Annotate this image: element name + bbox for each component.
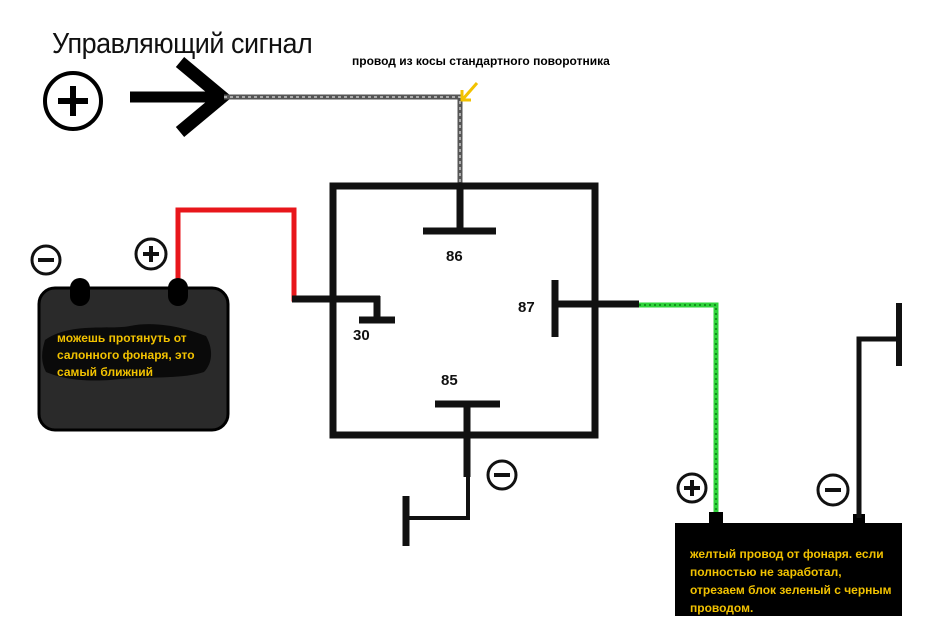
note-signal-wire: провод из косы стандартного поворотника xyxy=(352,54,610,68)
lamp-block xyxy=(675,512,902,616)
signal-wire xyxy=(224,94,463,186)
ground-wire xyxy=(402,477,470,546)
pin-87 xyxy=(551,280,639,337)
lamp-ground-wire xyxy=(856,303,902,518)
pin-label-87: 87 xyxy=(518,299,535,316)
pin-label-85: 85 xyxy=(441,372,458,389)
note-battery: можешь протянуть от салонного фонаря, эт… xyxy=(57,331,195,379)
note-lamp: желтый провод от фонаря. если полностью … xyxy=(690,547,892,615)
minus-icon xyxy=(486,459,518,491)
battery-positive-wire xyxy=(175,207,333,302)
plus-icon xyxy=(43,71,103,131)
battery-minus-icon xyxy=(30,244,62,276)
pointer-arrow-icon xyxy=(460,82,479,102)
battery xyxy=(37,278,230,432)
pin-label-30: 30 xyxy=(353,327,370,344)
arrow-right-icon xyxy=(130,57,233,137)
diagram-title: Управляющий сигнал xyxy=(52,28,313,60)
lamp-minus-icon xyxy=(816,473,850,507)
battery-plus-icon xyxy=(134,237,168,271)
pin-86 xyxy=(423,186,496,235)
pin-30 xyxy=(292,295,395,324)
output-wire xyxy=(639,302,719,515)
lamp-plus-icon xyxy=(676,472,708,504)
pin-label-86: 86 xyxy=(446,248,463,265)
pin-85 xyxy=(435,400,500,477)
